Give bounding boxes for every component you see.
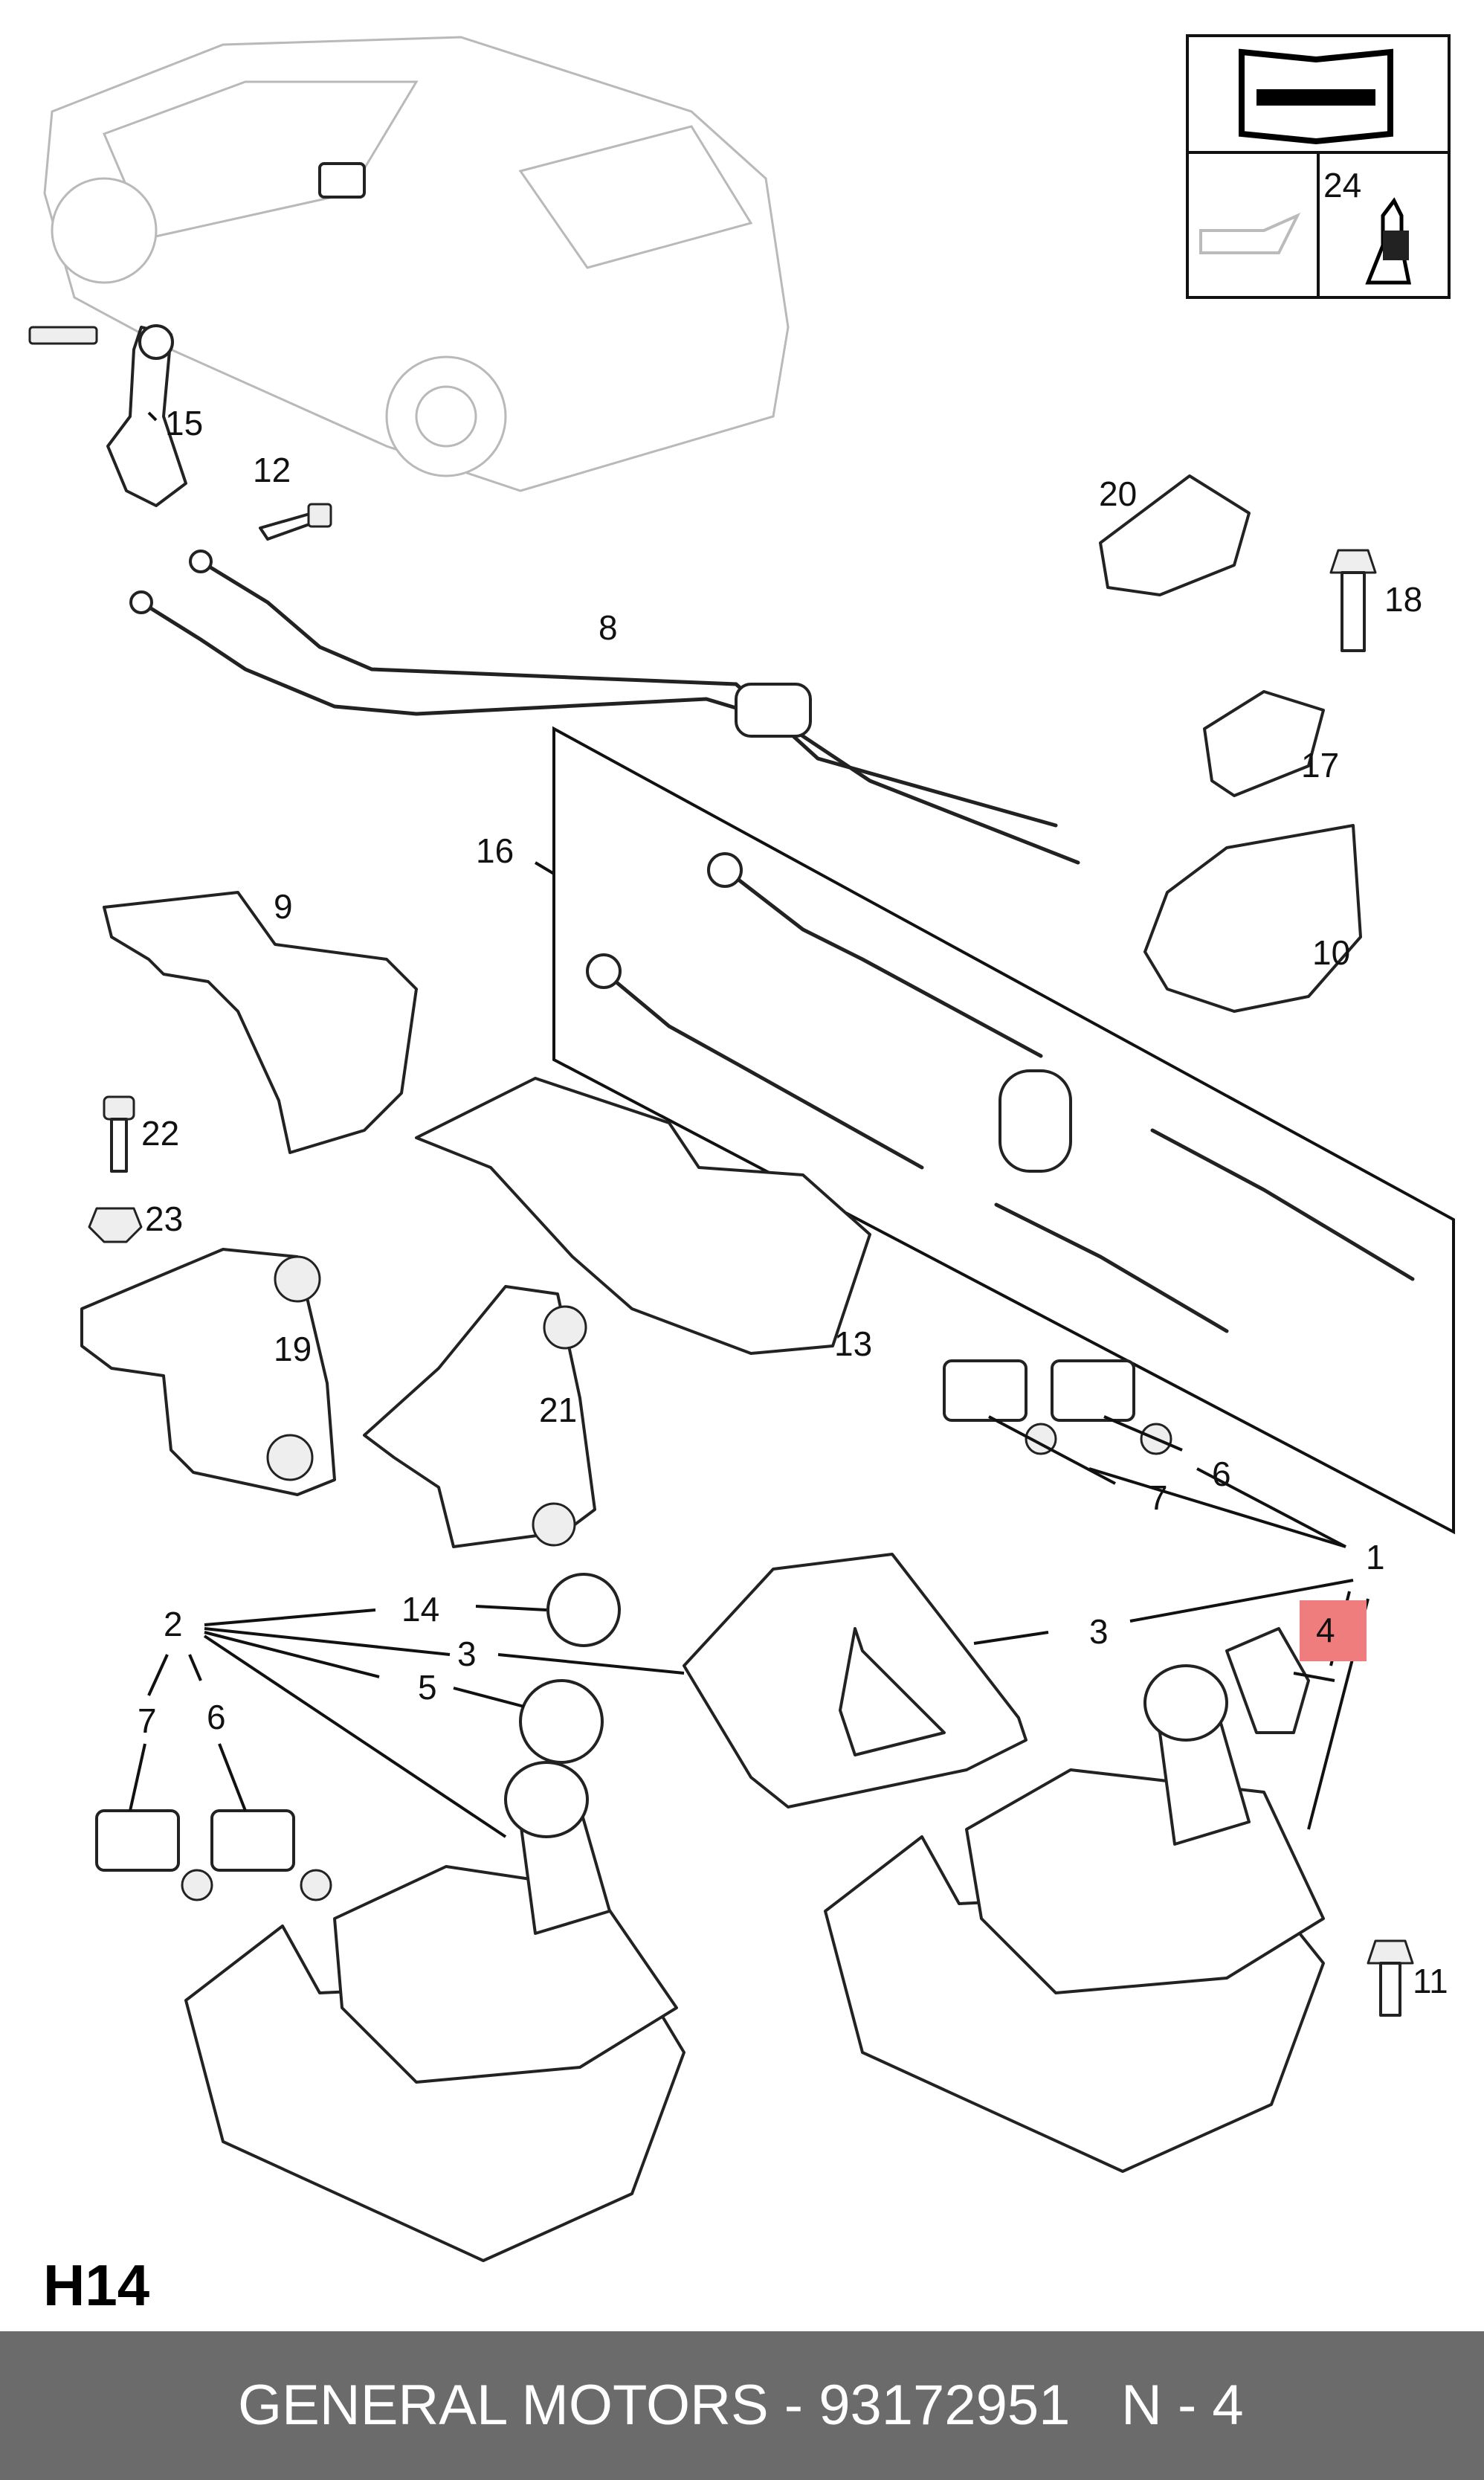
shifter-assembly-right <box>824 1664 1325 2173</box>
part-cap-14 <box>546 1573 621 1647</box>
part-plate-9 <box>103 891 418 1154</box>
part-bolt-12 <box>259 503 332 541</box>
callout-16: 16 <box>476 831 514 870</box>
oil-can-icon <box>1199 212 1301 254</box>
highlight-marker <box>1300 1600 1367 1661</box>
callout-20: 20 <box>1099 474 1137 513</box>
part-bolt-18 <box>1329 549 1377 652</box>
callout-7-right: 7 <box>1149 1478 1168 1517</box>
callout-23: 23 <box>145 1199 183 1238</box>
lubricant-tube-icon <box>1365 197 1412 285</box>
shifter-assembly-left <box>184 1761 685 2262</box>
parts-diagram: 24 <box>28 34 1455 2318</box>
callout-5: 5 <box>418 1668 437 1707</box>
part-bracket-15 <box>28 324 187 507</box>
callout-10: 10 <box>1312 933 1350 972</box>
callout-14: 14 <box>401 1590 439 1629</box>
callout-7-left: 7 <box>138 1701 157 1740</box>
leader-lines <box>129 411 1370 1838</box>
callout-8: 8 <box>599 608 618 647</box>
callout-11: 11 <box>1413 1962 1448 2000</box>
part-clip-group-right <box>943 1359 1172 1455</box>
part-bracket-19 <box>80 1248 336 1496</box>
callout-9: 9 <box>274 887 293 926</box>
part-knob-4 <box>1225 1627 1310 1734</box>
part-bolt-22 <box>103 1095 135 1173</box>
footer-page-ref: N - 4 <box>1121 2374 1244 2437</box>
callout-6-right: 6 <box>1212 1455 1231 1493</box>
part-boot-3 <box>683 1553 1027 1809</box>
vehicle-illustration <box>43 36 790 492</box>
callout-17: 17 <box>1301 746 1339 785</box>
callout-15: 15 <box>165 404 203 442</box>
callout-2: 2 <box>164 1605 183 1643</box>
callout-13: 13 <box>834 1324 872 1363</box>
callout-3-right: 3 <box>1089 1612 1109 1651</box>
service-info-box: 24 <box>1186 34 1451 299</box>
part-bracket-21 <box>363 1285 596 1548</box>
callout-3-left: 3 <box>457 1634 477 1673</box>
part-clip-group-left <box>95 1809 332 1901</box>
part-clip-20 <box>1099 474 1251 596</box>
callout-1: 1 <box>1366 1538 1385 1576</box>
footer-bar: GENERAL MOTORS - 93172951 N - 4 <box>0 2331 1484 2480</box>
cable-kit-box-16 <box>552 726 1455 1535</box>
manual-book-icon <box>1239 48 1393 145</box>
service-item-label: 24 <box>1323 166 1361 204</box>
callout-12: 12 <box>253 451 291 489</box>
part-nut-23 <box>88 1207 143 1243</box>
part-shield-13 <box>415 1077 871 1355</box>
part-cable-8 <box>129 550 1080 865</box>
callout-18: 18 <box>1384 580 1422 619</box>
part-clip-17 <box>1203 690 1325 797</box>
page-code: H14 <box>43 2252 149 2318</box>
part-cap-5 <box>519 1679 604 1764</box>
highlighted-callout-4: 4 <box>1316 1611 1335 1649</box>
part-bracket-10 <box>1143 824 1362 1013</box>
footer-part-number: GENERAL MOTORS - 93172951 <box>238 2374 1071 2437</box>
callout-labels: 1 2 3 3 5 6 6 7 7 8 9 10 11 12 13 14 15 … <box>138 404 1448 2000</box>
callout-22: 22 <box>141 1114 179 1153</box>
part-bolt-11 <box>1367 1939 1414 2017</box>
callout-19: 19 <box>274 1330 312 1368</box>
callout-6-left: 6 <box>207 1698 226 1736</box>
callout-21: 21 <box>539 1391 577 1429</box>
